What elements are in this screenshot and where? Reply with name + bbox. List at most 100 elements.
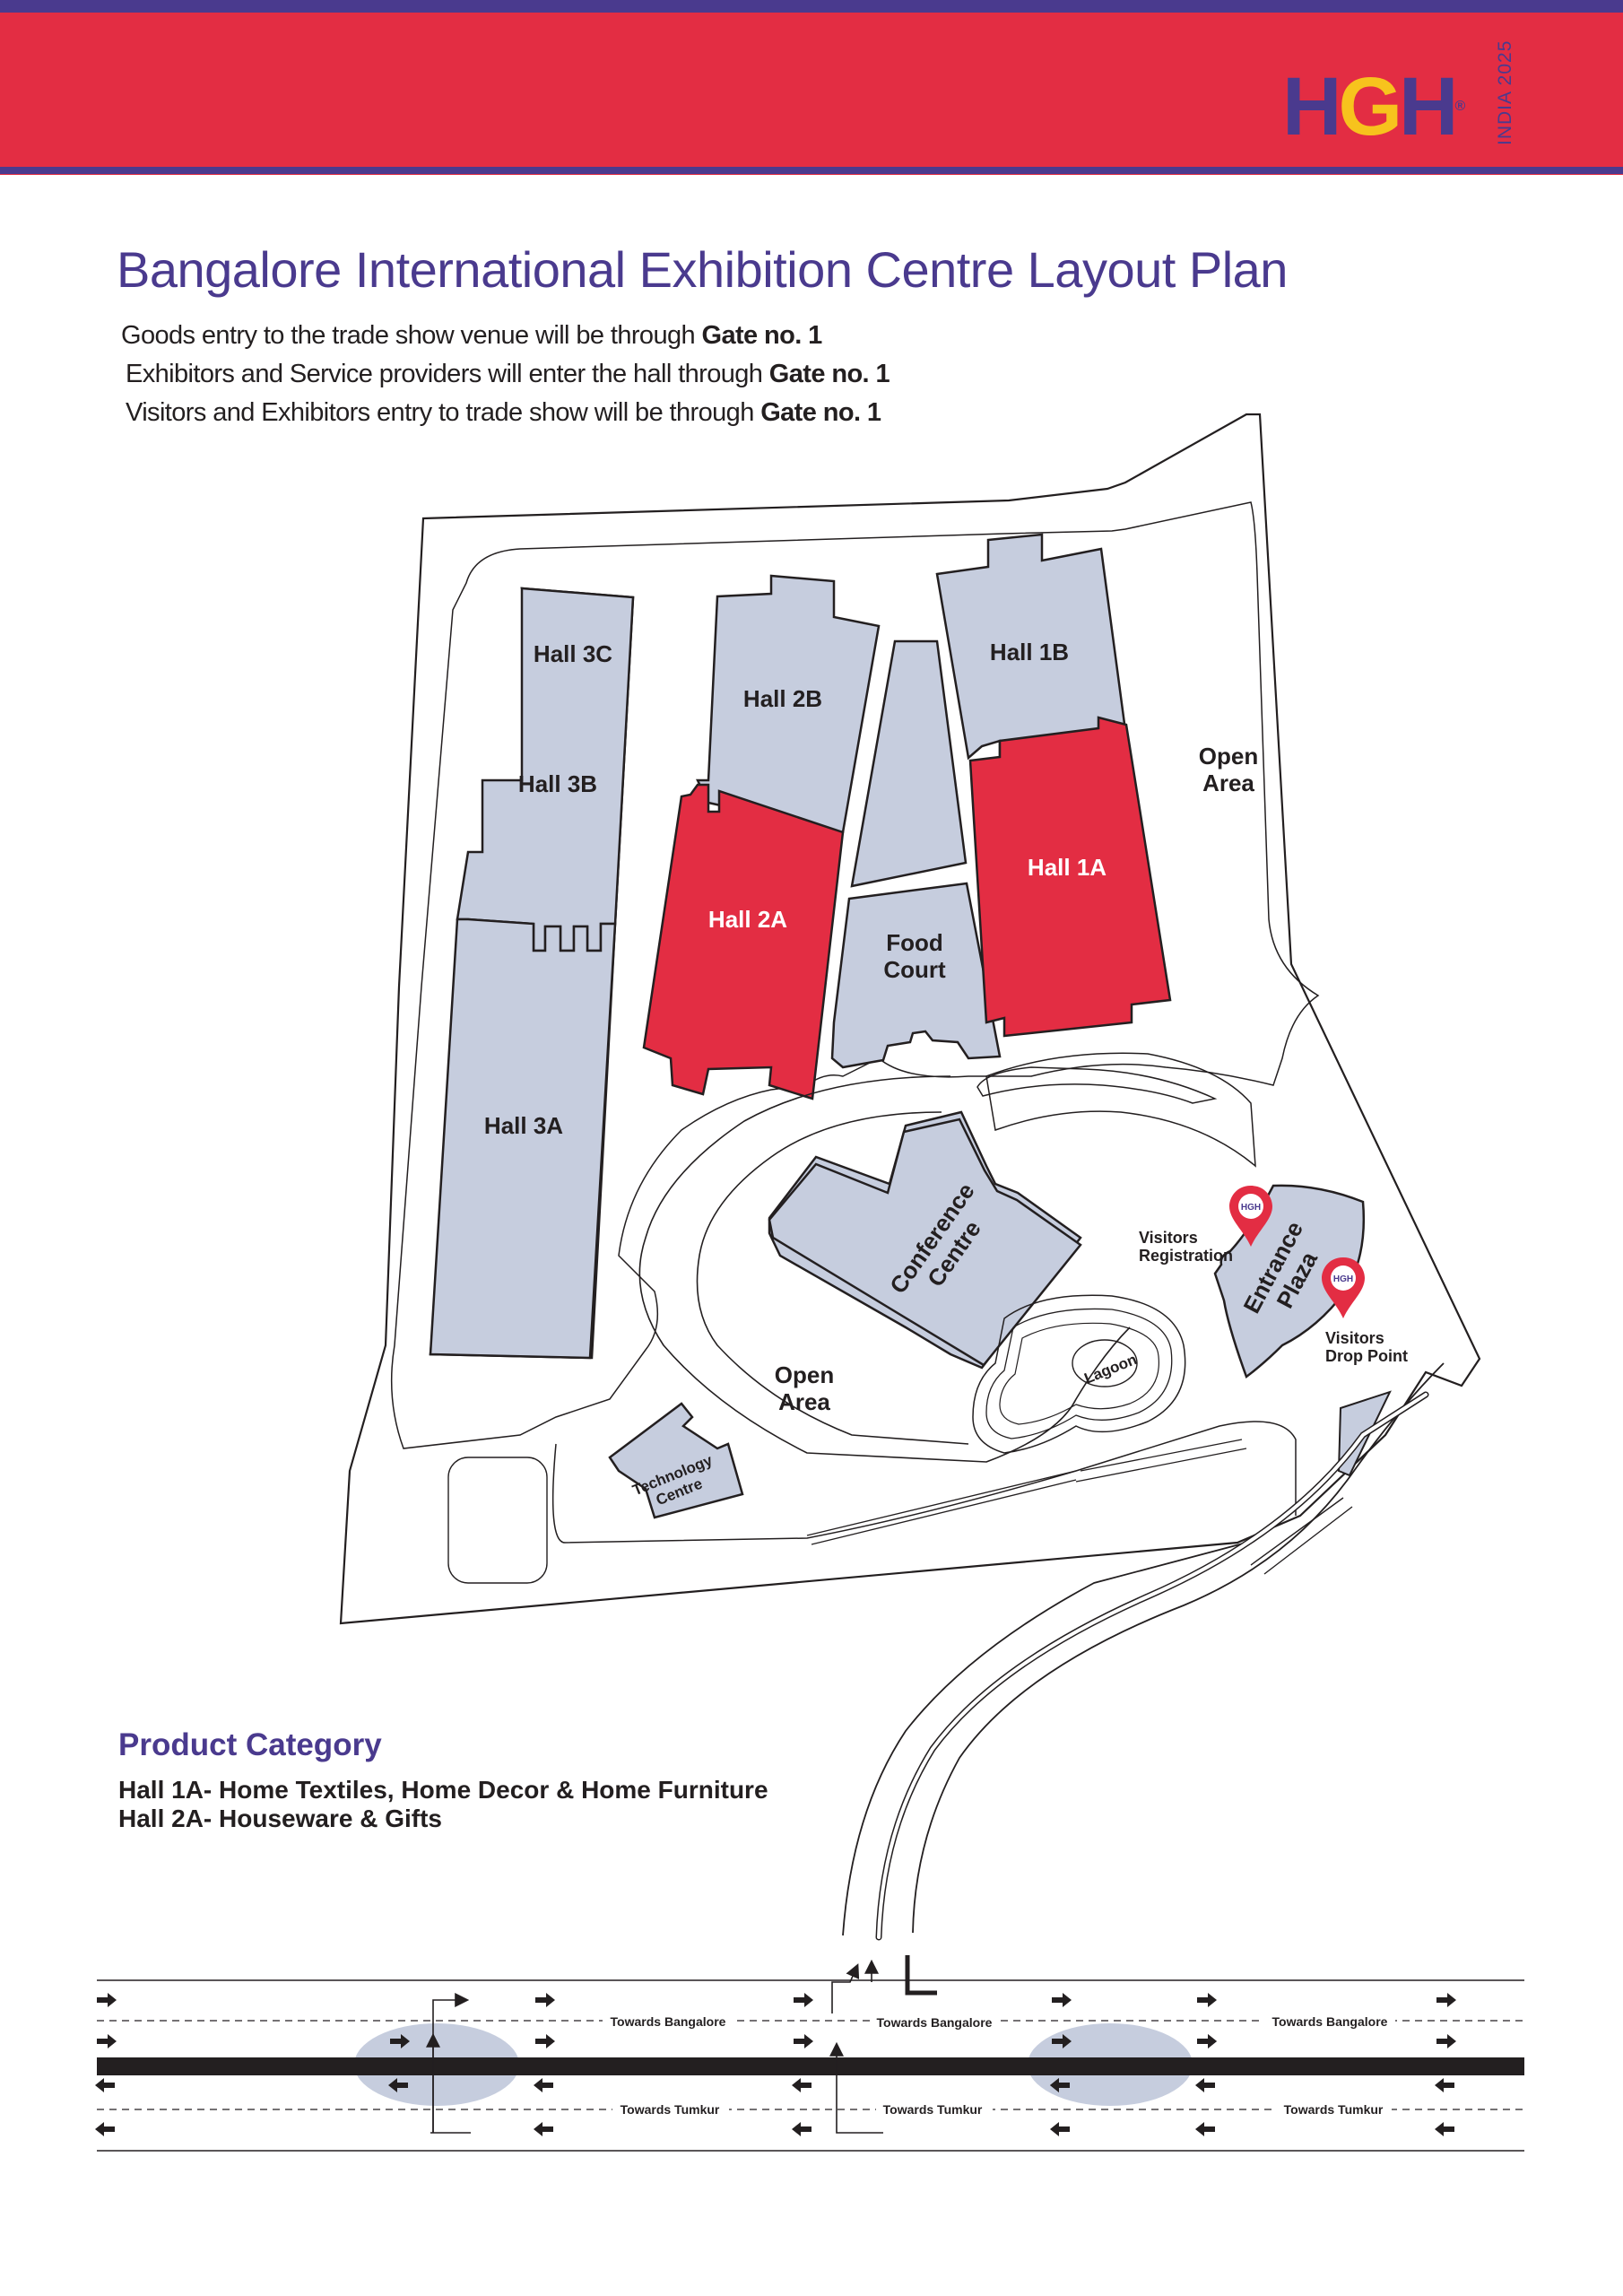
- lane-arrow-left-icon: [1435, 2078, 1454, 2092]
- product-category-item: Hall 2A- Houseware & Gifts: [118, 1805, 442, 1832]
- lane-arrow-left-icon: [1050, 2078, 1070, 2092]
- food-court-wedge: [850, 639, 968, 888]
- lane-arrow-right-icon: [535, 2034, 555, 2048]
- lane-arrow-right-icon: [1052, 2034, 1072, 2048]
- svg-text:HGH: HGH: [1241, 1203, 1261, 1213]
- hall-1a-label: Hall 1A: [1028, 854, 1107, 881]
- gate-note-visitors: Visitors and Exhibitors entry to trade s…: [126, 398, 881, 427]
- hall-2b-label: Hall 2B: [743, 685, 822, 712]
- lane-arrow-left-icon: [1195, 2078, 1215, 2092]
- parking-lot: [447, 1457, 548, 1584]
- road-label-tumkur-2: Towards Tumkur: [883, 2102, 983, 2117]
- visitors-registration-label-1: Visitors: [1139, 1229, 1198, 1247]
- lagoon-outer: [972, 1294, 1186, 1454]
- label-bg-2: [870, 2012, 1001, 2030]
- road-label-bangalore-3: Towards Bangalore: [1272, 2014, 1388, 2029]
- hall-1a-shape: [968, 716, 1172, 1038]
- lane-arrow-right-icon: [97, 2034, 117, 2048]
- lagoon-ring3: [999, 1322, 1159, 1425]
- lane-arrow-right-icon: [1197, 1993, 1217, 2007]
- open-area-right-label-1: Open: [1199, 743, 1258, 770]
- page-title: Bangalore International Exhibition Centr…: [117, 241, 1288, 298]
- visitors-drop-label-1: Visitors: [1325, 1329, 1384, 1347]
- lane-arrow-right-icon: [1052, 1993, 1072, 2007]
- lane-arrow-left-icon: [95, 2078, 115, 2092]
- header-top-rule: [0, 0, 1623, 13]
- road-label-tumkur-1: Towards Tumkur: [621, 2102, 720, 2117]
- loop-road-inner: [696, 1111, 969, 1445]
- inner-road: [390, 501, 1320, 1449]
- approach-median: [875, 1391, 1429, 1941]
- product-category-title: Product Category: [118, 1727, 382, 1762]
- gate-entry-arrow: [831, 1963, 860, 2013]
- lane-arrow-right-icon: [1436, 2034, 1456, 2048]
- conference-centre-core: [768, 1118, 1082, 1367]
- svg-text:HGH: HGH: [1333, 1274, 1353, 1284]
- lagoon-ring2: [985, 1308, 1173, 1439]
- lane-arrow-right-icon: [794, 2034, 813, 2048]
- lane-arrow-left-icon: [534, 2122, 553, 2136]
- location-pin-icon: HGH: [1322, 1257, 1365, 1318]
- food-court-label-1: Food: [886, 929, 943, 956]
- open-area-center-label-2: Area: [778, 1388, 830, 1415]
- open-area-right-label-2: Area: [1202, 770, 1254, 796]
- product-category-item: Hall 1A- Home Textiles, Home Decor & Hom…: [118, 1776, 768, 1804]
- lower-road: [551, 1421, 1297, 1544]
- registered-mark: ®: [1454, 99, 1466, 114]
- logo-wordmark: HGH®: [1282, 61, 1466, 152]
- circular-drive: [976, 1066, 1218, 1104]
- label-bg-6: [1275, 2100, 1392, 2118]
- location-pin-icon: HGH: [1229, 1186, 1272, 1247]
- lane-arrow-right-icon: [535, 1993, 555, 2007]
- lane-arrow-left-icon: [792, 2122, 812, 2136]
- drive-lane-top: [985, 1052, 1256, 1168]
- lane-arrow-right-icon: [794, 1993, 813, 2007]
- lane-arrow-left-icon: [1050, 2122, 1070, 2136]
- hall-3c-label: Hall 3C: [534, 640, 612, 667]
- lane-arrow-left-icon: [534, 2078, 553, 2092]
- header-bottom-rule: [0, 167, 1623, 174]
- label-bg-3: [1264, 2012, 1395, 2030]
- technology-centre-shape: [608, 1402, 744, 1519]
- lane-arrows: [95, 1993, 1456, 2136]
- header-banner: [0, 0, 1623, 175]
- gate-corner: [905, 1955, 937, 1996]
- hall-3a-shape: [429, 918, 617, 1360]
- approach-median-fill: [877, 1393, 1428, 1939]
- hall-2a-shape: [642, 783, 845, 1100]
- lane-arrow-right-icon: [390, 2034, 410, 2048]
- food-court-label-2: Court: [883, 956, 946, 983]
- lane-arrow-right-icon: [97, 1993, 117, 2007]
- approach-road-right: [912, 1362, 1445, 1934]
- label-bg-5: [876, 2100, 993, 2118]
- hgh-logo: HGH®: [1282, 56, 1466, 152]
- label-bg-4: [612, 2100, 729, 2118]
- lagoon-island: [1072, 1339, 1138, 1387]
- food-court-shape: [830, 882, 1002, 1069]
- highway-median: [97, 2057, 1524, 2075]
- lane-arrow-right-icon: [1436, 1993, 1456, 2007]
- lane-arrow-right-icon: [1197, 2034, 1217, 2048]
- lagoon-label: Lagoon: [1082, 1351, 1140, 1387]
- lane-arrow-left-icon: [792, 2078, 812, 2092]
- hall-1b-label: Hall 1B: [990, 639, 1069, 665]
- gate-exit-arrow: [829, 2041, 883, 2134]
- lower-road-2: [806, 1439, 1247, 1545]
- hall-2a-label: Hall 2A: [708, 906, 787, 933]
- road-label-bangalore-2: Towards Bangalore: [877, 2015, 993, 2030]
- gate-note-goods: Goods entry to the trade show venue will…: [121, 321, 822, 350]
- visitors-registration-label-2: Registration: [1139, 1247, 1233, 1265]
- site-boundary: [339, 413, 1481, 1625]
- lane-divider: [1250, 1497, 1353, 1575]
- hall-2b-shape: [696, 574, 881, 834]
- gate-note-exhibitors: Exhibitors and Service providers will en…: [126, 360, 890, 388]
- approach-road-left: [842, 1542, 1247, 1936]
- lane-arrow-left-icon: [1435, 2122, 1454, 2136]
- lane-arrow-left-icon: [388, 2078, 408, 2092]
- hall-3a-label: Hall 3A: [484, 1112, 563, 1139]
- road-label-bangalore-1: Towards Bangalore: [611, 2014, 726, 2029]
- lane-arrow-left-icon: [95, 2122, 115, 2136]
- label-bg-1: [603, 2012, 733, 2030]
- visitors-drop-label-2: Drop Point: [1325, 1347, 1408, 1365]
